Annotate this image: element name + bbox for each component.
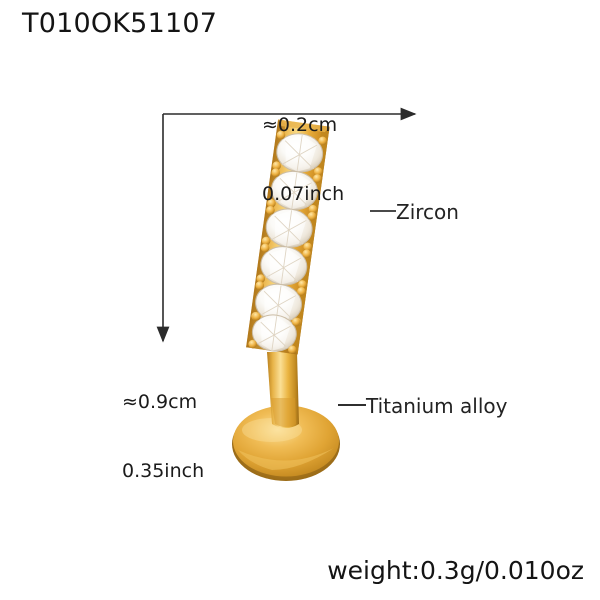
base-disc [232,405,340,481]
weight-label: weight:0.3g/0.010oz [327,556,584,585]
width-dimension-inch: 0.07inch [262,183,345,205]
sku-code: T010OK51107 [22,8,218,39]
width-dimension-cm: ≈0.2cm [262,114,338,136]
height-dimension-inch: 0.35inch [122,460,205,482]
callout-label-titanium-alloy: Titanium alloy [366,394,508,418]
gem-bar [246,119,330,355]
height-dimension-label: ≈0.9cm 0.35inch [122,345,204,529]
post [267,352,299,428]
callout-label-zircon: Zircon [396,200,459,224]
width-dimension-label: ≈0.2cm 0.07inch [262,68,344,252]
height-dimension-cm: ≈0.9cm [122,391,198,413]
zircon-stones [248,130,327,354]
